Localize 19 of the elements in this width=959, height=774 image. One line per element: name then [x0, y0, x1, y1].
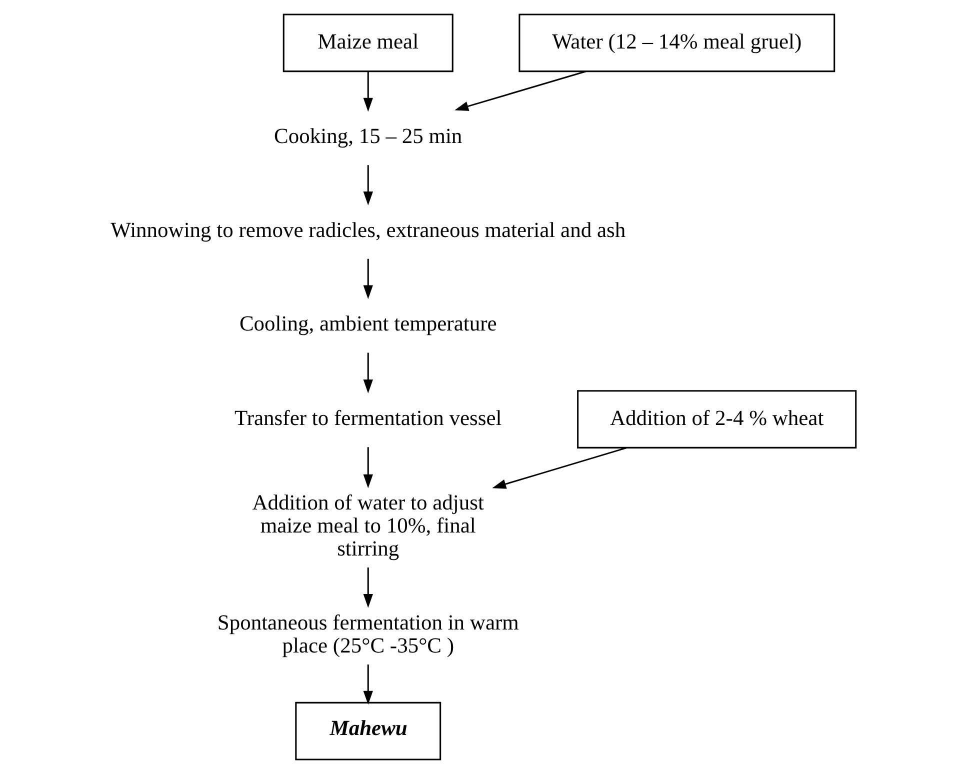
node-box: Maize meal — [282, 14, 454, 72]
arrow — [492, 446, 628, 489]
node-text: Transfer to fermentation vessel — [234, 406, 502, 430]
arrow — [454, 70, 586, 111]
arrow — [363, 165, 373, 206]
node-text: Spontaneous fermentation in warm place (25°C -35°C ) — [217, 610, 519, 658]
node-text: Cooking, 15 – 25 min — [274, 124, 462, 148]
arrow — [363, 664, 373, 705]
arrow — [363, 71, 373, 112]
node-text: Cooling, ambient temperature — [239, 311, 497, 336]
node-box: Water (12 – 14% meal gruel) — [518, 14, 836, 72]
arrow — [363, 447, 373, 488]
node-text: Addition of water to adjust maize meal to 10%, final stirring — [252, 490, 484, 561]
node-box: Addition of 2-4 % wheat — [577, 390, 857, 448]
node-box: Mahewu — [295, 702, 442, 760]
node-text: Winnowing to remove radicles, extraneous material and ash — [110, 218, 626, 242]
arrow — [363, 258, 373, 300]
arrow — [363, 352, 373, 394]
arrow — [363, 568, 373, 608]
